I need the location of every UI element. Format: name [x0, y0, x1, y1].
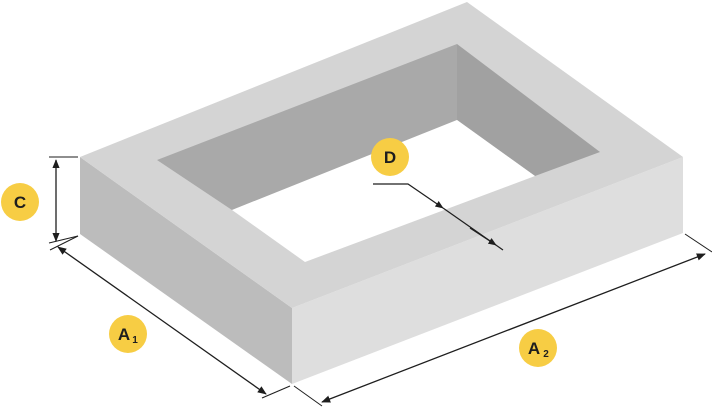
dim-a2-line — [321, 253, 706, 403]
dim-a1-ext-end — [261, 385, 291, 399]
dim-a1-ext-start — [49, 235, 79, 251]
badge-a2: A 2 — [519, 329, 557, 367]
badge-a1: A 1 — [109, 315, 147, 353]
dimension-a2 — [293, 233, 712, 407]
dimension-c — [48, 156, 79, 244]
badge-d: D — [371, 138, 409, 176]
badge-d-circle — [371, 138, 409, 176]
badge-a1-subscript: 1 — [132, 335, 138, 346]
badge-a2-label: A — [528, 339, 540, 358]
dim-d-arrow — [469, 227, 497, 246]
dim-c-ext-bottom — [48, 235, 79, 244]
opening — [232, 120, 535, 262]
badge-a2-subscript: 2 — [543, 349, 549, 360]
dim-a1-line — [57, 246, 267, 395]
dim-a2-ext-end — [684, 233, 712, 253]
badge-c-circle — [1, 183, 39, 221]
dim-d-leader — [373, 183, 444, 209]
dim-a2-ext-start — [293, 385, 323, 407]
badge-a2-circle — [519, 329, 557, 367]
dimension-a1 — [49, 235, 291, 399]
badge-a1-label: A — [118, 325, 130, 344]
badge-a1-circle — [109, 315, 147, 353]
inner-wall-back-left — [157, 44, 457, 210]
badge-c: C — [1, 183, 39, 221]
dimension-d — [373, 183, 504, 251]
inner-wall-back-right — [457, 44, 600, 176]
badge-d-label: D — [384, 148, 396, 167]
badge-c-label: C — [14, 193, 26, 212]
